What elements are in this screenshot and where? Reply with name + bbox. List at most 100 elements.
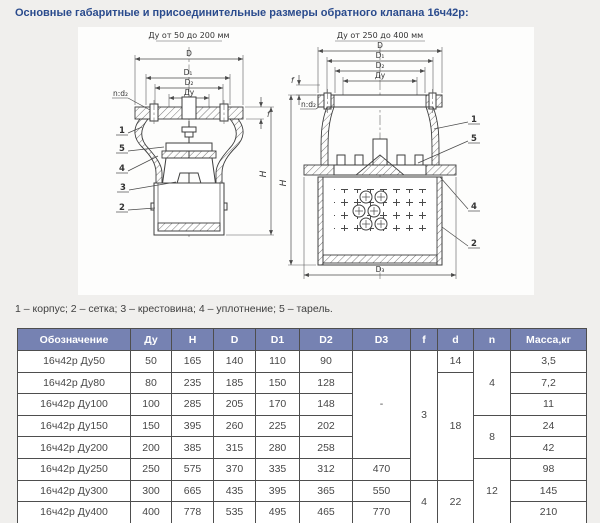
table-cell: 80 xyxy=(130,371,172,395)
dim-label-D2: D₂ xyxy=(185,78,194,87)
table-cell: 200 xyxy=(130,436,172,459)
left-dimension-lines: D D₁ D₂ Ду n:d₂ xyxy=(112,49,244,111)
table-cell: 285 xyxy=(171,393,214,416)
callout-1: 1 xyxy=(471,115,477,125)
table-cell: 98 xyxy=(510,457,587,481)
table-cell: 4 xyxy=(410,479,438,523)
valve-drawings: Ду от 50 до 200 мм D D₁ D₂ Ду xyxy=(112,31,480,279)
table-cell: 100 xyxy=(130,393,172,416)
column-header: d xyxy=(437,328,474,351)
table-cell: 148 xyxy=(299,393,353,416)
drawing-panel: Ду от 50 до 200 мм D D₁ D₂ Ду xyxy=(78,27,534,295)
table-cell: 150 xyxy=(130,414,172,438)
table-cell: 3,5 xyxy=(510,350,587,373)
seal-ring xyxy=(161,150,217,159)
dim-label-D: D xyxy=(186,49,192,58)
callout-2: 2 xyxy=(119,203,125,213)
table-cell: 18 xyxy=(437,371,474,481)
dim-label-D: D xyxy=(377,41,383,50)
stem-nut xyxy=(181,126,197,133)
table-cell: 665 xyxy=(171,479,214,503)
table-cell: - xyxy=(352,350,411,459)
table-cell: 465 xyxy=(299,501,353,523)
table-cell: 315 xyxy=(213,436,256,459)
table-cell: 280 xyxy=(255,436,300,459)
dim-label-D3: D₃ xyxy=(376,265,385,274)
dim-label-f: f xyxy=(291,76,295,85)
table-cell: 14 xyxy=(437,350,474,373)
column-header: n xyxy=(473,328,511,351)
parts-legend: 1 – корпус; 2 – сетка; 3 – крестовина; 4… xyxy=(15,303,333,315)
left-valve-flange xyxy=(134,96,244,124)
column-header: Ду xyxy=(130,328,172,351)
table-cell: 250 xyxy=(130,457,172,481)
table-cell: 470 xyxy=(352,457,411,481)
table-cell: 202 xyxy=(299,414,353,438)
dim-label-H: H xyxy=(279,179,289,186)
table-cell: 16ч42р Ду400 xyxy=(17,501,131,523)
table-cell: 42 xyxy=(510,436,587,459)
dim-label-Du: Ду xyxy=(184,88,195,97)
callout-2: 2 xyxy=(471,239,477,249)
table-cell: 3 xyxy=(410,350,438,481)
left-callouts: 1 5 4 3 2 xyxy=(116,126,177,213)
column-header: Обозначение xyxy=(17,328,131,351)
table-cell: 16ч42р Ду250 xyxy=(17,457,131,481)
table-cell: 22 xyxy=(437,479,474,523)
table-cell: 110 xyxy=(255,350,300,373)
table-cell: 435 xyxy=(213,479,256,503)
dim-label-D1: D₁ xyxy=(376,51,385,60)
table-cell: 50 xyxy=(130,350,172,373)
table-cell: 258 xyxy=(299,436,353,459)
column-header: D3 xyxy=(352,328,411,351)
table-cell: 170 xyxy=(255,393,300,416)
column-header: H xyxy=(171,328,214,351)
left-disc-assembly xyxy=(161,121,217,231)
table-cell: 8 xyxy=(473,414,511,459)
table-cell: 90 xyxy=(299,350,353,373)
dim-label-f: f xyxy=(267,110,271,119)
column-header: D1 xyxy=(255,328,300,351)
left-drawing-caption: Ду от 50 до 200 мм xyxy=(148,31,229,40)
dim-label-nd: n:d₂ xyxy=(113,89,128,98)
callout-4: 4 xyxy=(471,202,477,212)
right-callouts: 1 5 4 2 xyxy=(417,115,480,249)
table-cell: 575 xyxy=(171,457,214,481)
column-header: f xyxy=(410,328,438,351)
table-cell: 140 xyxy=(213,350,256,373)
dim-label-D2: D₂ xyxy=(376,61,385,70)
left-f-dimension: f xyxy=(246,97,271,129)
guide-cone xyxy=(354,154,406,176)
right-H-dimension: H xyxy=(279,94,316,266)
table-cell: 210 xyxy=(510,501,587,523)
right-dimension-lines: D D₁ D₂ Ду xyxy=(317,41,443,95)
table-cell: 16ч42р Ду50 xyxy=(17,350,131,373)
table-cell: 395 xyxy=(255,479,300,503)
callout-1: 1 xyxy=(119,126,125,136)
left-drawing: Ду от 50 до 200 мм D D₁ D₂ Ду xyxy=(112,31,274,239)
table-cell: 235 xyxy=(171,371,214,395)
table-cell: 495 xyxy=(255,501,300,523)
table-cell: 778 xyxy=(171,501,214,523)
callout-4: 4 xyxy=(119,164,125,174)
table-cell: 24 xyxy=(510,414,587,438)
table-cell: 770 xyxy=(352,501,411,523)
table-cell: 365 xyxy=(299,479,353,503)
table-cell: 16ч42р Ду100 xyxy=(17,393,131,416)
column-header: D xyxy=(213,328,256,351)
page-title: Основные габаритные и присоединительные … xyxy=(15,7,469,19)
table-cell: 7,2 xyxy=(510,371,587,395)
table-cell: 16ч42р Ду300 xyxy=(17,479,131,503)
table-cell: 185 xyxy=(213,371,256,395)
table-cell: 260 xyxy=(213,414,256,438)
table-cell: 205 xyxy=(213,393,256,416)
table-cell: 16ч42р Ду80 xyxy=(17,371,131,395)
